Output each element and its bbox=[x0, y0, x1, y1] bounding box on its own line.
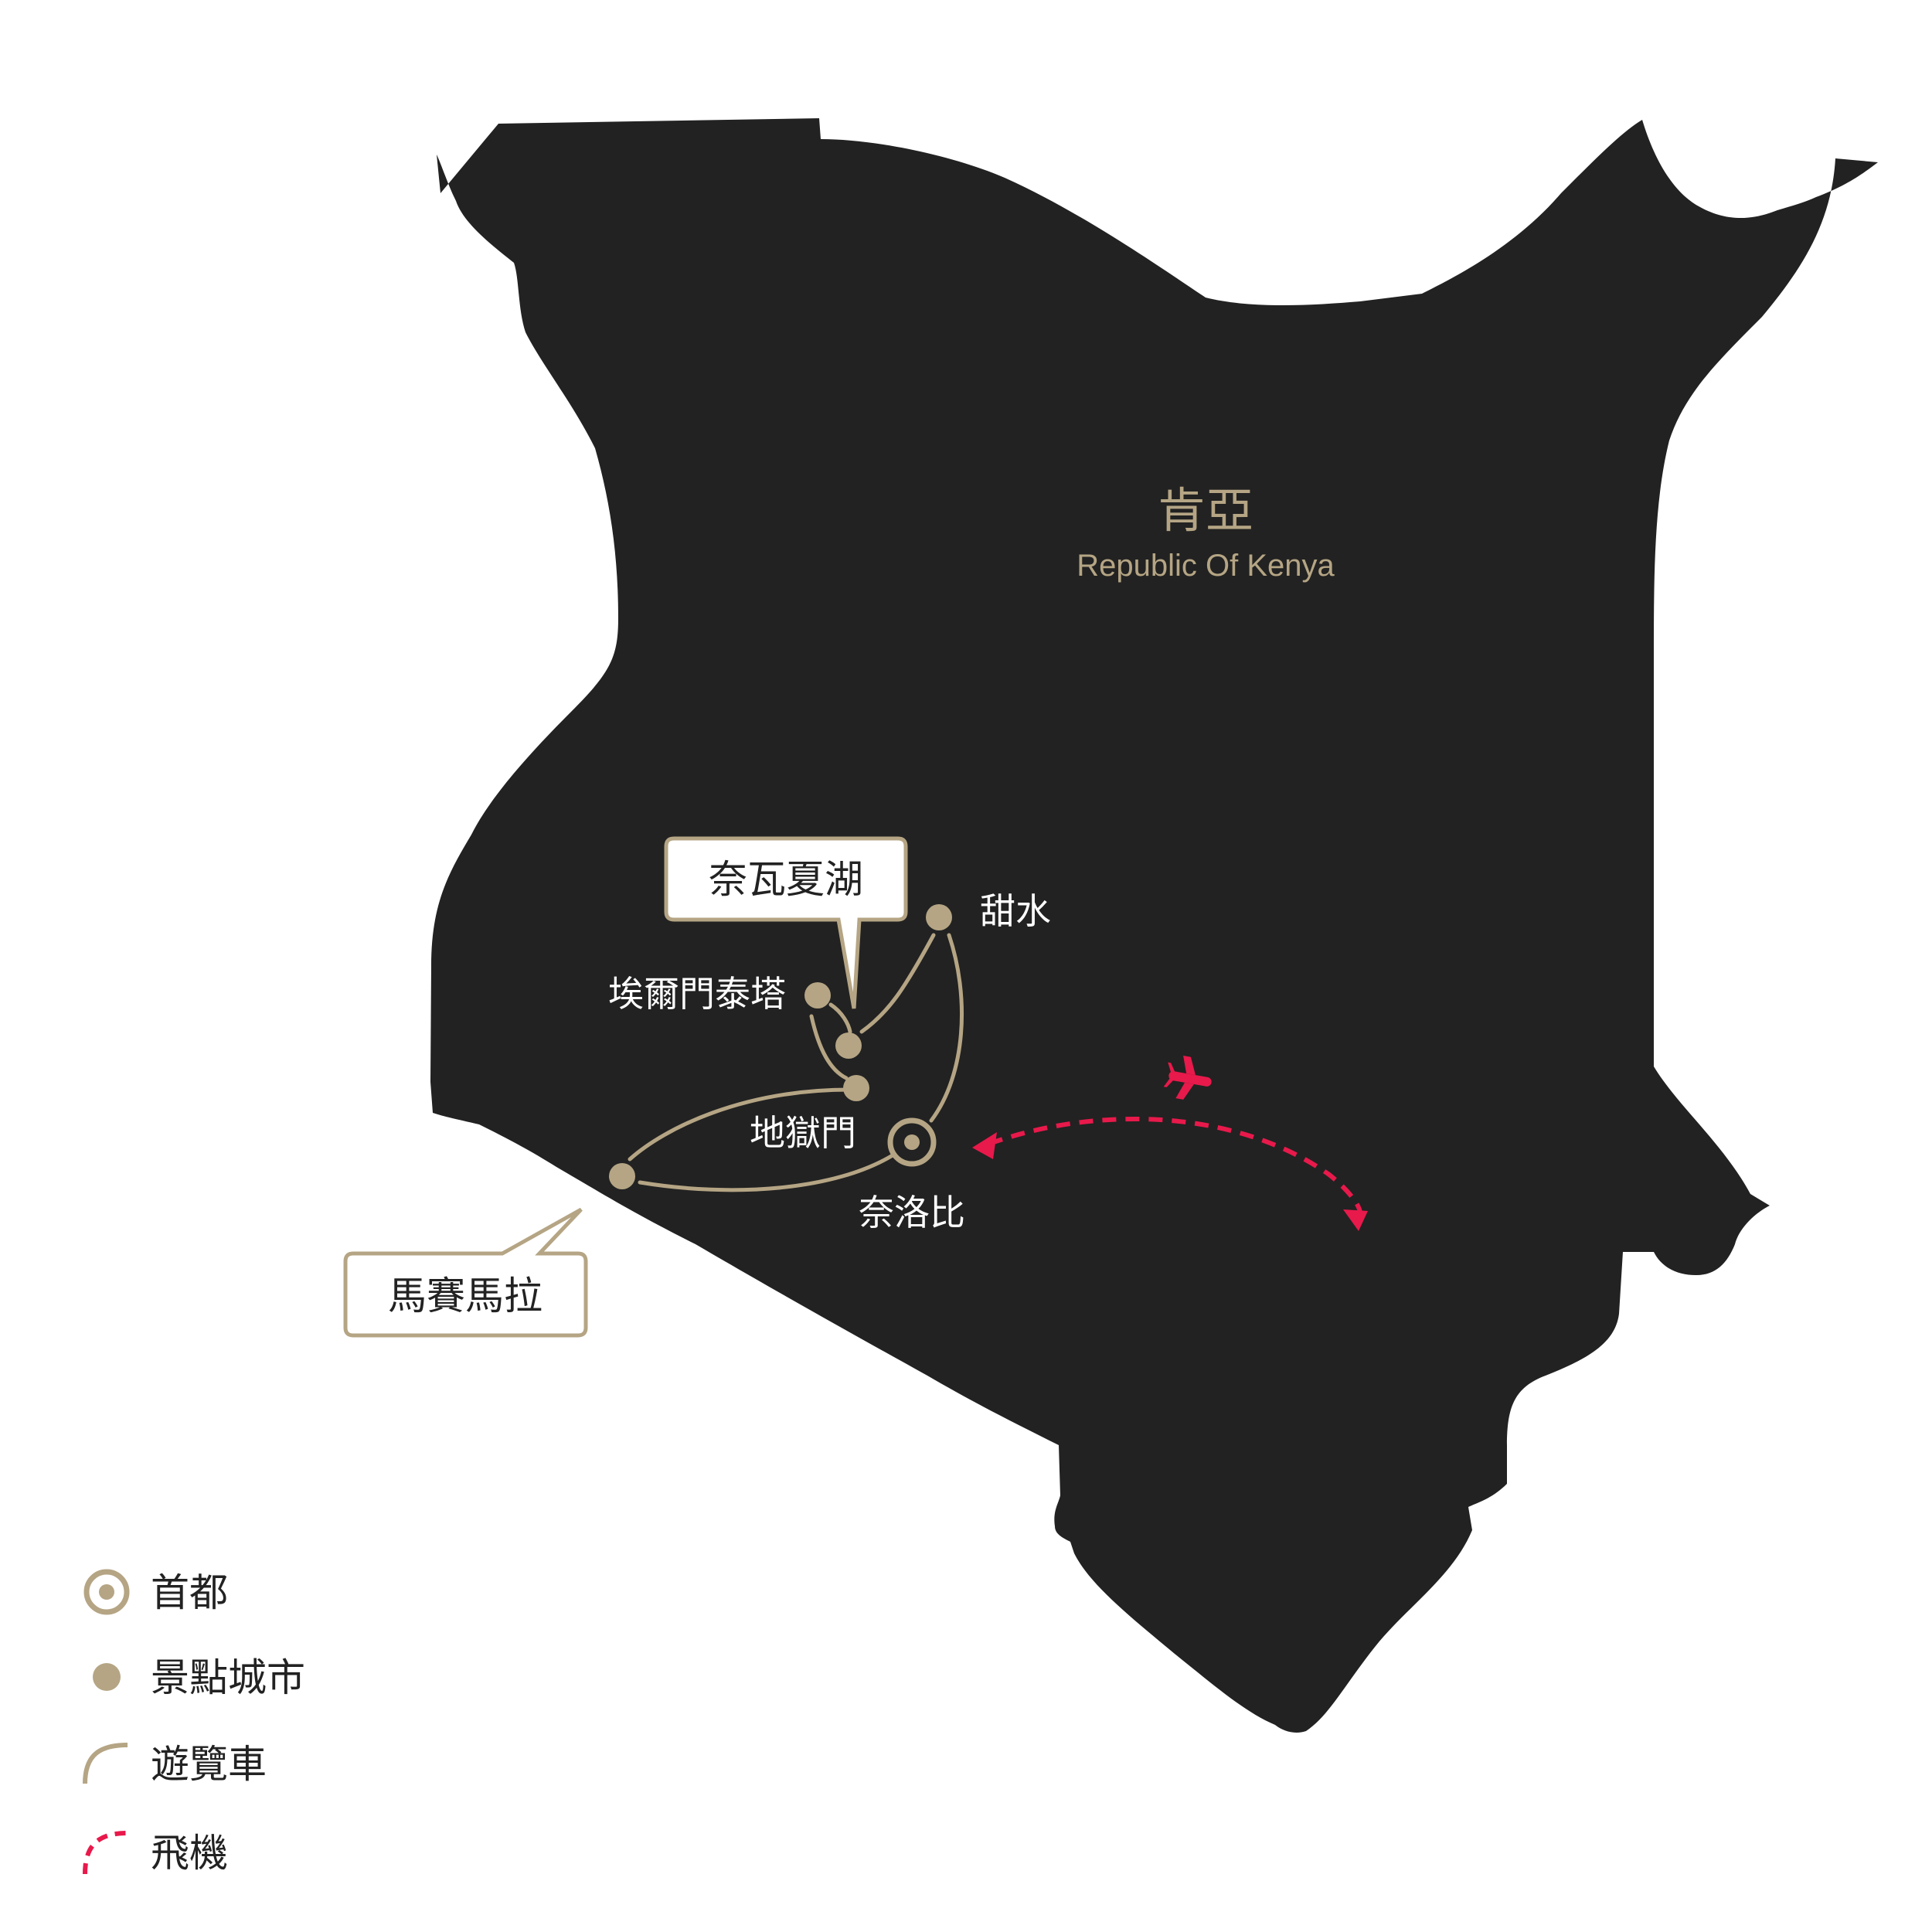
kenya-land bbox=[430, 118, 1878, 1733]
curve-icon bbox=[83, 1743, 128, 1784]
label-sweetwaters: 甜水 bbox=[980, 890, 1051, 932]
flight-arrowhead-east bbox=[1343, 1209, 1368, 1231]
label-eldoret: 埃爾門泰塔 bbox=[608, 973, 786, 1015]
dot-icon bbox=[93, 1663, 121, 1691]
route-eldoret-hellsgate bbox=[809, 1014, 849, 1080]
city-dot-hellsgate bbox=[843, 1075, 869, 1101]
callout-masai-mara: 馬賽馬拉 bbox=[343, 1207, 588, 1338]
callout-naivasha: 奈瓦夏湖 bbox=[664, 836, 908, 1009]
route-eldoret-naivasha bbox=[828, 1002, 852, 1034]
safari-routes bbox=[628, 933, 964, 1192]
airplane-icon bbox=[1163, 1055, 1212, 1100]
legend-label-safari: 遊覽車 bbox=[151, 1742, 267, 1787]
capital-marker-nairobi bbox=[887, 1117, 937, 1167]
legend: 首都 景點城市 遊覽車 飛機 bbox=[83, 1569, 305, 1876]
city-dot-naivasha bbox=[835, 1032, 862, 1059]
legend-item-safari: 遊覽車 bbox=[83, 1742, 267, 1787]
route-sweetwaters-naivasha bbox=[859, 933, 936, 1034]
legend-label-flight: 飛機 bbox=[151, 1831, 228, 1876]
legend-label-capital: 首都 bbox=[151, 1570, 228, 1615]
dashed-curve-icon bbox=[83, 1831, 128, 1875]
label-nairobi: 奈洛比 bbox=[859, 1192, 965, 1233]
legend-item-city: 景點城市 bbox=[93, 1655, 305, 1700]
city-dot-masai-mara bbox=[609, 1163, 635, 1189]
route-sweetwaters-nairobi bbox=[929, 933, 964, 1123]
flight-arrowhead-west bbox=[972, 1132, 997, 1159]
route-mara-nairobi bbox=[638, 1153, 895, 1192]
legend-label-city: 景點城市 bbox=[151, 1655, 305, 1700]
callout-masai-mara-label: 馬賽馬拉 bbox=[388, 1274, 543, 1318]
legend-item-capital: 首都 bbox=[83, 1569, 228, 1615]
flight-path bbox=[988, 1116, 1362, 1214]
city-dot-sweetwaters bbox=[926, 904, 952, 930]
country-name-en: Republic Of Kenya bbox=[1077, 549, 1335, 583]
legend-item-flight: 飛機 bbox=[83, 1831, 228, 1876]
route-hellsgate-mara bbox=[628, 1087, 852, 1162]
city-markers bbox=[609, 904, 952, 1189]
country-name-zh: 肯亞 bbox=[1158, 482, 1253, 539]
callout-naivasha-label: 奈瓦夏湖 bbox=[709, 857, 863, 902]
flight-route bbox=[972, 1055, 1368, 1231]
city-dot-eldoret bbox=[804, 982, 831, 1009]
label-hellsgate: 地獄門 bbox=[750, 1112, 856, 1154]
double-ring-icon bbox=[83, 1569, 130, 1615]
